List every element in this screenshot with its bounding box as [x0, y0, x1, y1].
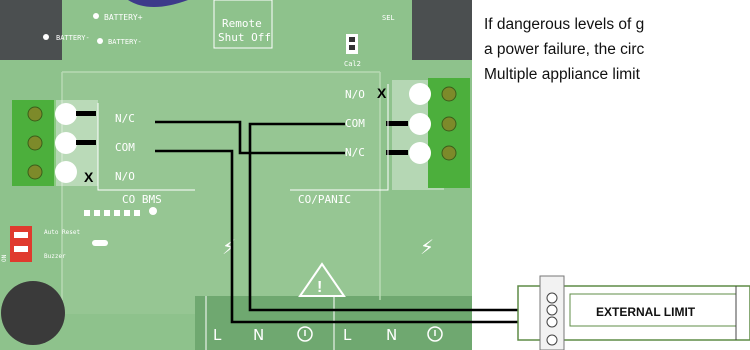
- terminal-n1-label: N: [253, 326, 264, 344]
- led-dot: [104, 210, 110, 216]
- external-limit-label: EXTERNAL LIMIT: [596, 305, 696, 319]
- right-wire-stub-nc: [386, 150, 408, 155]
- led-indicator: [43, 34, 49, 40]
- led-dot: [94, 210, 100, 216]
- instruction-line-2: a power failure, the circ: [484, 41, 645, 58]
- battery-plus-dot: [93, 13, 99, 19]
- battery-minus-label: BATTERY-: [108, 38, 142, 46]
- wire-com-to-external: [155, 149, 548, 324]
- instruction-line-3: Multiple appliance limit: [484, 66, 640, 83]
- buzzer: [1, 281, 65, 345]
- left-nc-label: N/C: [115, 112, 135, 125]
- led-dot: [124, 210, 130, 216]
- right-terminal-hole-com: [409, 113, 431, 135]
- shutoff-label: Shut Off: [218, 31, 271, 44]
- terminal-n2-label: N: [386, 326, 397, 344]
- external-limit-label-box: [569, 293, 737, 327]
- left-com-label: COM: [115, 141, 135, 154]
- left-no-label: N/O: [115, 170, 135, 183]
- external-screw-4[interactable]: [546, 334, 558, 346]
- left-x-mark: X: [84, 169, 94, 185]
- left-terminal-hole-com: [55, 132, 77, 154]
- terminal-l2-label: L: [343, 326, 352, 344]
- switch-on-label: ON: [1, 254, 8, 262]
- board-inner-panel: [62, 72, 380, 314]
- warning-icon: [298, 262, 346, 297]
- dip-switch-lever-1[interactable]: [14, 232, 28, 238]
- battery-minus-label-2: BATTERY-: [56, 34, 90, 42]
- led-dot-row: [84, 207, 157, 216]
- earth-icon-1: [297, 326, 313, 342]
- dip-switch[interactable]: [10, 226, 32, 262]
- right-nc-label: N/C: [345, 146, 365, 159]
- led-dot: [84, 210, 90, 216]
- right-no-label: N/O: [345, 88, 365, 101]
- auto-reset-label: Auto Reset: [44, 229, 81, 236]
- battery-minus-dot: [97, 38, 103, 44]
- remote-shutoff-box: [213, 0, 273, 49]
- terminal-l1-label: L: [213, 326, 222, 344]
- co-bms-label: CO BMS: [122, 193, 162, 206]
- wire-nc-to-nc: [155, 120, 345, 155]
- jumper-pin-1: [349, 37, 355, 42]
- left-terminal-hole-no: [55, 161, 77, 183]
- led-dot-round: [149, 207, 157, 215]
- left-wire-stub-nc: [76, 111, 96, 116]
- top-right-component: [412, 0, 472, 60]
- right-terminal-hole-no: [409, 83, 431, 105]
- right-wire-stub-com: [386, 121, 408, 126]
- right-terminal-hole-nc: [409, 142, 431, 164]
- led-dot: [134, 210, 140, 216]
- right-screw-nc[interactable]: [441, 145, 457, 161]
- lightning-icon-left: ⚡: [222, 235, 236, 259]
- wiring: [155, 120, 548, 324]
- right-x-mark: X: [377, 85, 387, 101]
- remote-label: Remote: [222, 17, 262, 30]
- sensor-component: [128, 0, 188, 7]
- external-screw-1[interactable]: [546, 292, 558, 304]
- external-screw-2[interactable]: [546, 304, 558, 316]
- left-wire-stub-com: [76, 140, 96, 145]
- cal2-label: Cal2: [344, 60, 361, 68]
- power-terminal-strip: [200, 300, 472, 350]
- left-relay-outline: [97, 103, 195, 191]
- dip-switch-lever-2[interactable]: [14, 246, 28, 252]
- left-screw-no[interactable]: [27, 164, 43, 180]
- right-screw-com[interactable]: [441, 116, 457, 132]
- battery-plus-label: BATTERY+: [104, 13, 143, 22]
- right-com-label: COM: [345, 117, 365, 130]
- co-panic-label: CO/PANIC: [298, 193, 351, 206]
- external-screw-3[interactable]: [546, 316, 558, 328]
- left-terminal-hole-nc: [55, 103, 77, 125]
- instruction-line-1: If dangerous levels of g: [484, 16, 645, 33]
- right-relay-outline: [290, 84, 389, 191]
- wire-panic-to-external: [248, 122, 548, 312]
- left-screw-nc[interactable]: [27, 106, 43, 122]
- top-left-component: [0, 0, 62, 60]
- reset-button[interactable]: [92, 240, 108, 246]
- lightning-icon-right: ⚡: [420, 235, 434, 259]
- led-dot: [114, 210, 120, 216]
- earth-icon-2: [427, 326, 443, 342]
- sel-label: SEL: [382, 14, 395, 22]
- jumper-pin-2: [349, 45, 355, 50]
- right-screw-no[interactable]: [441, 86, 457, 102]
- buzzer-label: Buzzer: [44, 253, 66, 260]
- warning-exclamation: !: [317, 279, 322, 296]
- left-screw-com[interactable]: [27, 135, 43, 151]
